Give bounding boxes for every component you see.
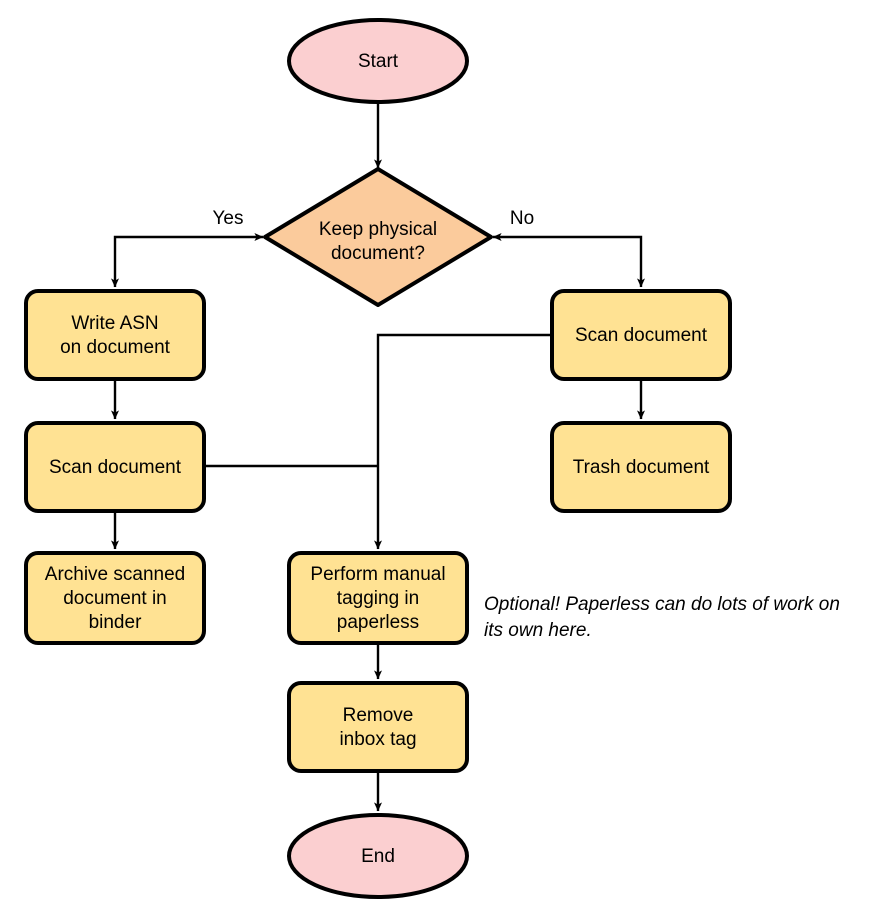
optional-note-line2: its own here.: [484, 620, 592, 641]
scan-document-right-label: Scan document: [575, 325, 708, 346]
archive-label-line3: binder: [89, 612, 142, 633]
decision-label-line2: document?: [331, 243, 425, 264]
node-scan-document-left[interactable]: Scan document: [24, 421, 206, 513]
archive-label-line1: Archive scanned: [45, 564, 185, 585]
edge-decision-no: No: [492, 208, 645, 288]
decision-diamond: [263, 167, 493, 307]
trash-document-label: Trash document: [573, 457, 710, 478]
edge-label-yes: Yes: [213, 208, 244, 229]
manual-tagging-label-line1: Perform manual: [310, 564, 445, 585]
manual-tagging-label-line3: paperless: [337, 612, 419, 633]
remove-inbox-tag-label-line2: inbox tag: [339, 729, 416, 750]
manual-tagging-label-line2: tagging in: [337, 588, 419, 609]
write-asn-box: [24, 289, 206, 381]
optional-note-line1: Optional! Paperless can do lots of work …: [484, 594, 840, 615]
decision-label-line1: Keep physical: [319, 219, 437, 240]
node-decision-keep-physical-document[interactable]: Keep physical document?: [263, 167, 493, 307]
scan-document-right-box: [550, 289, 732, 381]
node-archive-scanned-document[interactable]: Archive scanned document in binder: [24, 551, 206, 645]
scan-document-left-label: Scan document: [49, 457, 182, 478]
edge-scan-right-to-manual-tagging: [374, 333, 552, 550]
node-end[interactable]: End: [287, 813, 469, 899]
end-label: End: [361, 846, 395, 867]
node-perform-manual-tagging[interactable]: Perform manual tagging in paperless: [287, 551, 469, 645]
remove-inbox-tag-label-line1: Remove: [343, 705, 414, 726]
edge-decision-yes: Yes: [111, 208, 264, 288]
node-trash-document[interactable]: Trash document: [550, 421, 732, 513]
trash-document-box: [550, 421, 732, 513]
archive-label-line2: document in: [63, 588, 167, 609]
archive-box: [24, 551, 206, 645]
node-remove-inbox-tag[interactable]: Remove inbox tag: [287, 681, 469, 773]
node-start[interactable]: Start: [287, 18, 469, 104]
node-scan-document-right[interactable]: Scan document: [550, 289, 732, 381]
end-ellipse: [287, 813, 469, 899]
node-write-asn[interactable]: Write ASN on document: [24, 289, 206, 381]
write-asn-label-line1: Write ASN: [71, 313, 158, 334]
write-asn-label-line2: on document: [60, 337, 171, 358]
start-ellipse: [287, 18, 469, 104]
start-label: Start: [358, 51, 399, 72]
annotation-optional-note: Optional! Paperless can do lots of work …: [484, 594, 840, 641]
edge-label-no: No: [510, 208, 534, 229]
scan-document-left-box: [24, 421, 206, 513]
remove-inbox-tag-box: [287, 681, 469, 773]
manual-tagging-box: [287, 551, 469, 645]
